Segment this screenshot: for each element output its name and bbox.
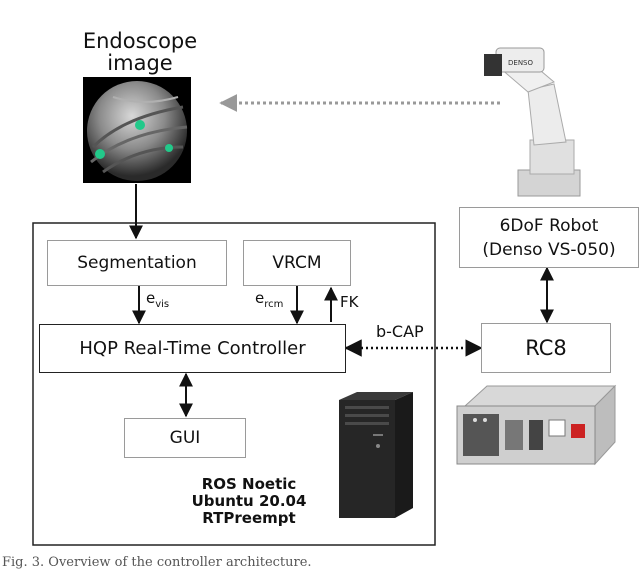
e-rcm-subscript: rcm <box>264 299 284 310</box>
endoscope-image <box>83 77 191 183</box>
system-kernel: RTPreempt <box>202 509 296 527</box>
e-rcm-label: ercm <box>255 289 283 310</box>
endoscope-title-line1: Endoscope <box>82 29 198 53</box>
segmentation-label: Segmentation <box>77 253 197 273</box>
gui-block: GUI <box>124 418 246 458</box>
rc8-label: RC8 <box>525 336 567 360</box>
gui-label: GUI <box>169 428 201 448</box>
e-rcm-symbol: e <box>255 289 265 307</box>
vrcm-label: VRCM <box>272 253 322 273</box>
robot-label-line1: 6DoF Robot <box>499 215 599 236</box>
rc8-hardware-image <box>456 384 617 466</box>
system-info: ROS Noetic Ubuntu 20.04 RTPreempt <box>186 476 312 527</box>
hqp-label: HQP Real-Time Controller <box>79 338 306 359</box>
robot-brand-text: DENSO <box>508 59 533 67</box>
figure-caption: Fig. 3. Overview of the controller archi… <box>2 555 312 570</box>
vrcm-block: VRCM <box>243 240 351 286</box>
segmentation-block: Segmentation <box>47 240 227 286</box>
system-os: Ubuntu 20.04 <box>191 492 307 510</box>
endoscope-title-line2: image <box>107 51 173 75</box>
robot-label-line2: (Denso VS-050) <box>482 239 616 260</box>
system-ros: ROS Noetic <box>201 475 297 493</box>
e-vis-symbol: e <box>146 289 156 307</box>
tracked-point-2 <box>95 149 105 159</box>
e-vis-subscript: vis <box>155 299 170 310</box>
tracked-point-3 <box>165 144 173 152</box>
endoscope-image-title: Endoscope image <box>70 30 210 74</box>
robot-box: 6DoF Robot (Denso VS-050) <box>459 207 639 268</box>
rc8-box: RC8 <box>481 323 611 373</box>
pc-tower-image <box>339 392 413 518</box>
tracked-point-1 <box>135 120 145 130</box>
robot-arm-image: DENSO <box>484 47 581 197</box>
fk-label: FK <box>340 293 359 311</box>
hqp-controller-block: HQP Real-Time Controller <box>39 324 346 373</box>
pc-frame <box>32 222 436 546</box>
b-cap-label: b-CAP <box>376 322 424 341</box>
e-vis-label: evis <box>146 289 169 310</box>
